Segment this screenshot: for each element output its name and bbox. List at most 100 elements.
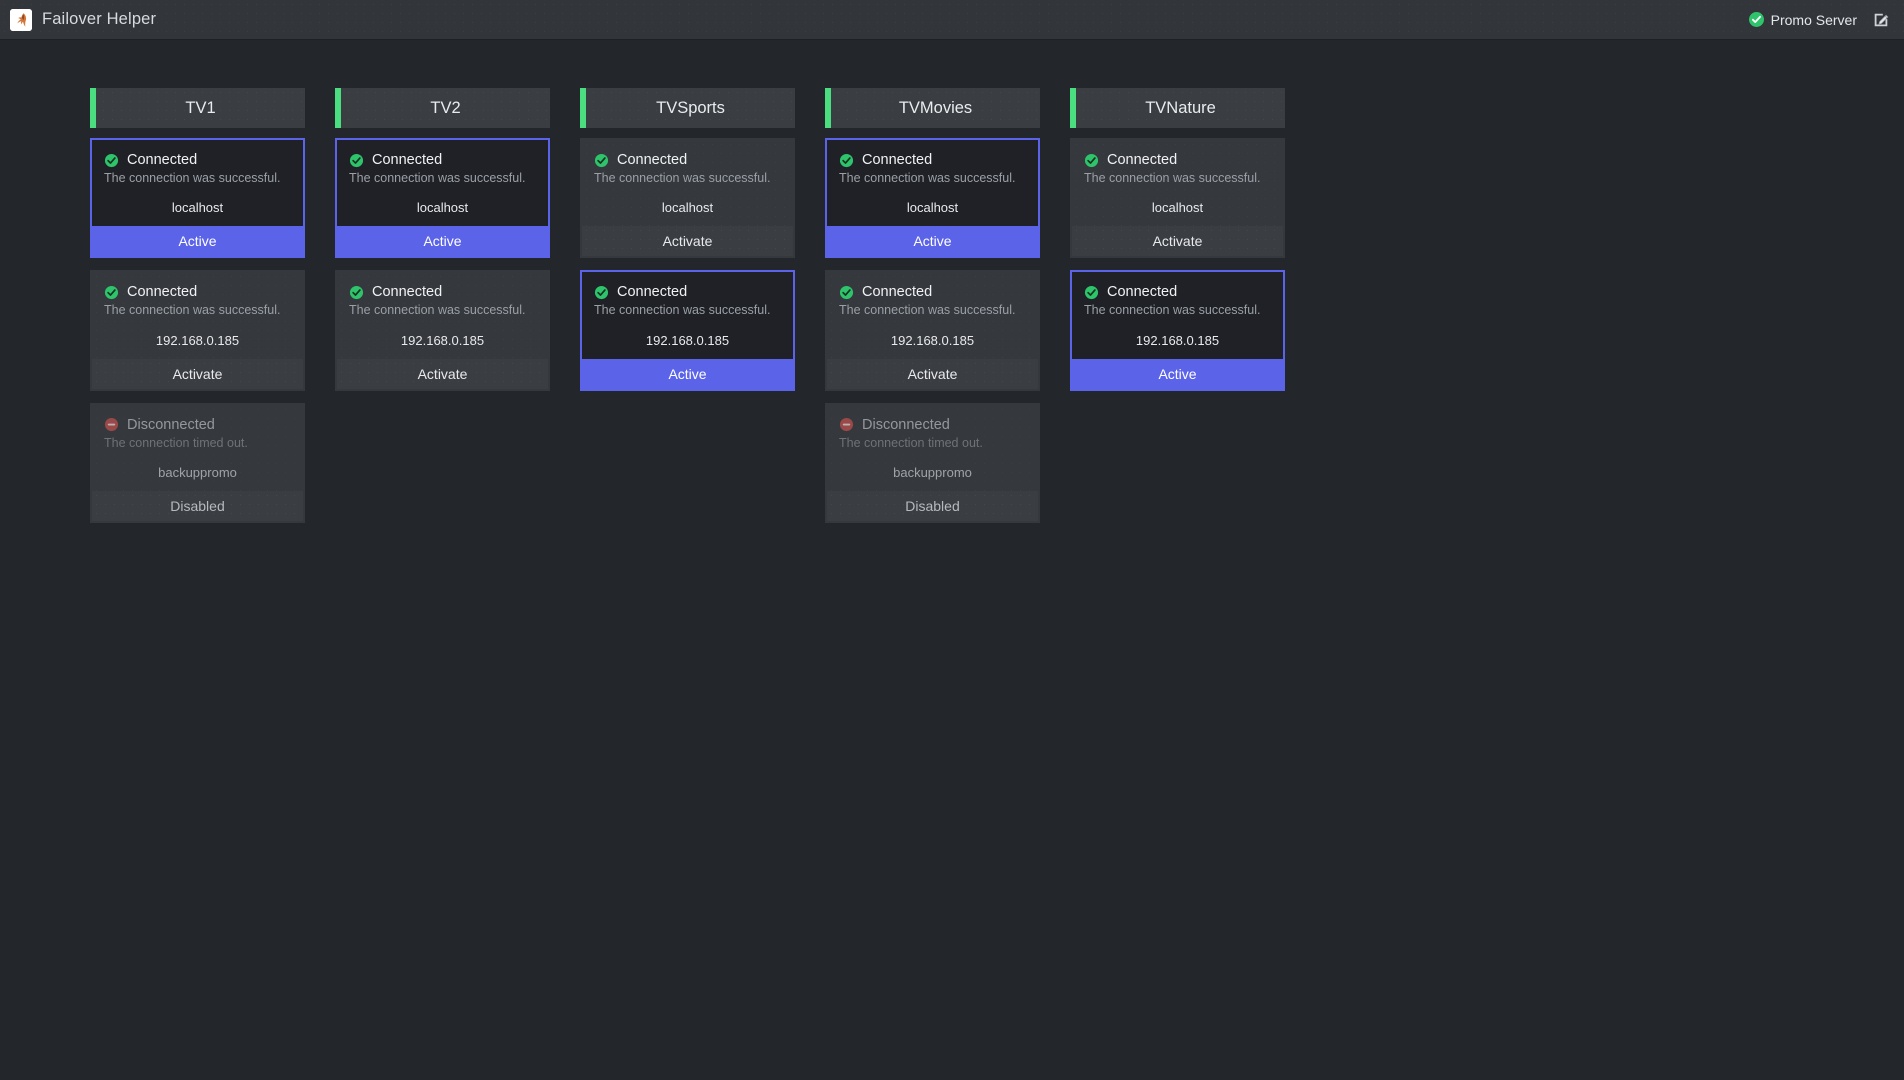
connection-status-label: Connected <box>372 152 443 168</box>
connection-action-button: Active <box>827 226 1038 257</box>
app-logo-icon <box>10 8 32 31</box>
connection-message: The connection was successful. <box>839 303 1016 318</box>
connection-host: backuppromo <box>893 464 972 480</box>
connection-status-label: Connected <box>127 284 198 301</box>
check-circle-icon <box>1084 153 1099 168</box>
connection-message: The connection was successful. <box>594 171 771 185</box>
connection-action-button: Active <box>92 226 303 257</box>
connection-action-button: Active <box>1072 358 1283 389</box>
column-header: TVNature <box>1070 88 1285 128</box>
column-accent-bar <box>90 88 96 128</box>
connection-host: backuppromo <box>158 464 237 480</box>
connection-status-label: Connected <box>1107 284 1178 301</box>
connection-status-row: Disconnected <box>104 417 291 433</box>
column-accent-bar <box>1070 88 1076 128</box>
column-title: TVMovies <box>898 98 973 117</box>
check-circle-icon <box>349 285 364 300</box>
connection-status-row: Connected <box>839 152 1026 168</box>
connection-action-button[interactable]: Activate <box>1072 226 1283 257</box>
connection-status-label: Connected <box>617 284 688 301</box>
connection-host: localhost <box>1151 200 1204 216</box>
connection-status-row: Connected <box>594 284 781 300</box>
connection-message: The connection was successful. <box>839 171 1016 185</box>
connection-message: The connection was successful. <box>104 171 281 185</box>
connection-status-label: Connected <box>127 152 198 168</box>
connection-host: localhost <box>906 200 959 216</box>
connection-host: 192.168.0.185 <box>400 332 485 348</box>
connection-action-button[interactable]: Activate <box>92 358 303 389</box>
connection-status-row: Connected <box>594 152 781 168</box>
connection-status-label: Disconnected <box>862 416 950 433</box>
connection-host: localhost <box>171 200 224 216</box>
check-circle-icon <box>1084 285 1099 300</box>
connection-message: The connection was successful. <box>1084 303 1261 318</box>
connection-status-label: Connected <box>1107 152 1178 168</box>
connection-message: The connection was successful. <box>1084 171 1261 185</box>
connection-action-button[interactable]: Activate <box>582 226 793 257</box>
connection-status-label: Connected <box>617 152 688 168</box>
connection-status-row: Connected <box>349 152 536 168</box>
title-bar-right: Promo Server <box>1748 9 1892 31</box>
column-header: TV1 <box>90 88 305 128</box>
connection-host: 192.168.0.185 <box>890 332 975 348</box>
connection-action-button[interactable]: Activate <box>827 358 1038 389</box>
server-name-label: Promo Server <box>1770 11 1857 28</box>
connection-message: The connection timed out. <box>839 435 983 450</box>
connection-status-row: Disconnected <box>839 417 1026 433</box>
app-title: Failover Helper <box>42 10 157 28</box>
connection-status-row: Connected <box>1084 284 1271 300</box>
connection-action-button: Disabled <box>827 490 1038 521</box>
connection-status-label: Connected <box>862 152 933 168</box>
connection-host: 192.168.0.185 <box>155 332 240 348</box>
connection-message: The connection timed out. <box>104 435 248 450</box>
connection-message: The connection was successful. <box>104 303 281 318</box>
connection-status-row: Connected <box>104 152 291 168</box>
check-circle-icon <box>839 285 854 300</box>
check-circle-icon <box>594 153 609 168</box>
connection-action-button[interactable]: Activate <box>337 358 548 389</box>
connection-status-row: Connected <box>104 284 291 300</box>
column-header: TVSports <box>580 88 795 128</box>
check-circle-icon <box>349 153 364 168</box>
connection-action-button: Active <box>582 358 793 389</box>
connection-status-label: Connected <box>372 284 443 301</box>
check-circle-icon <box>594 285 609 300</box>
connection-host: 192.168.0.185 <box>1135 332 1220 348</box>
server-status[interactable]: Promo Server <box>1748 11 1857 28</box>
connection-message: The connection was successful. <box>594 303 771 318</box>
connection-status-row: Connected <box>839 284 1026 300</box>
connection-message: The connection was successful. <box>349 171 526 185</box>
check-circle-icon <box>1748 12 1764 27</box>
column-title: TV1 <box>185 98 216 117</box>
minus-circle-icon <box>839 417 854 432</box>
connection-host: localhost <box>416 200 469 216</box>
column-header: TVMovies <box>825 88 1040 128</box>
edit-square-pencil-icon[interactable] <box>1870 9 1892 31</box>
